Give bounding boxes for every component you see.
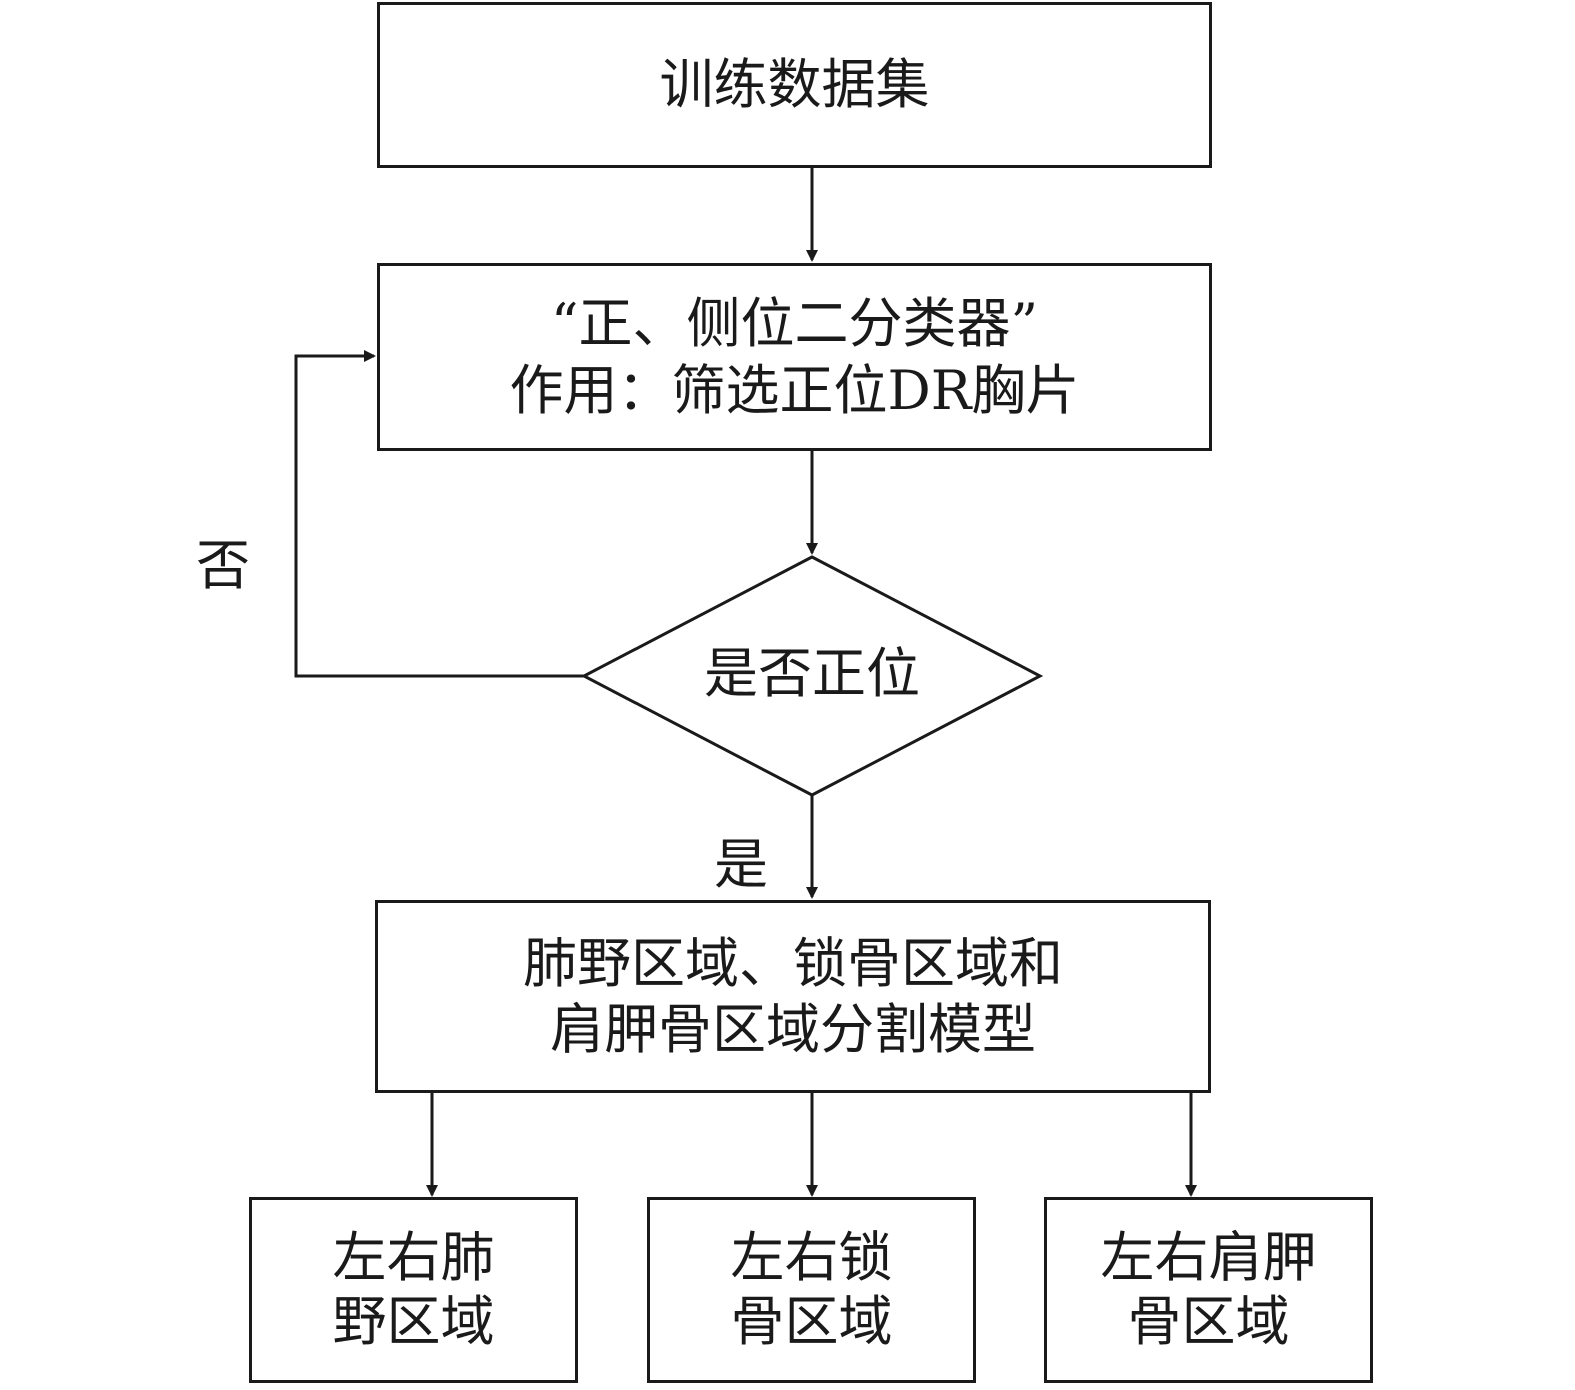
clavicle-region-line-2: 骨区域 [730, 1290, 893, 1353]
clavicle-region-box: 左右锁 骨区域 [647, 1197, 976, 1383]
segmentation-line-1: 肺野区域、锁骨区域和 [523, 931, 1063, 995]
yes-label: 是 [714, 833, 768, 896]
arrow-no-loop [294, 350, 584, 678]
no-label: 否 [196, 534, 250, 597]
decision-label: 是否正位 [704, 642, 920, 705]
classifier-description: 作用：筛选正位DR胸片 [509, 359, 1080, 422]
dataset-box: 训练数据集 [377, 2, 1212, 168]
dataset-label: 训练数据集 [659, 52, 930, 116]
lung-region-line-2: 野区域 [332, 1290, 495, 1353]
scapula-region-line-1: 左右肩胛 [1100, 1226, 1317, 1290]
segmentation-box: 肺野区域、锁骨区域和 肩胛骨区域分割模型 [375, 900, 1211, 1093]
lung-region-line-1: 左右肺 [332, 1226, 495, 1290]
segmentation-line-2: 肩胛骨区域分割模型 [550, 997, 1036, 1061]
lung-region-box: 左右肺 野区域 [249, 1197, 578, 1383]
scapula-region-box: 左右肩胛 骨区域 [1044, 1197, 1373, 1383]
scapula-region-line-2: 骨区域 [1127, 1290, 1290, 1353]
classifier-title: “正、侧位二分类器” [550, 291, 1039, 355]
clavicle-region-line-1: 左右锁 [730, 1226, 893, 1290]
classifier-box: “正、侧位二分类器” 作用：筛选正位DR胸片 [377, 263, 1212, 451]
